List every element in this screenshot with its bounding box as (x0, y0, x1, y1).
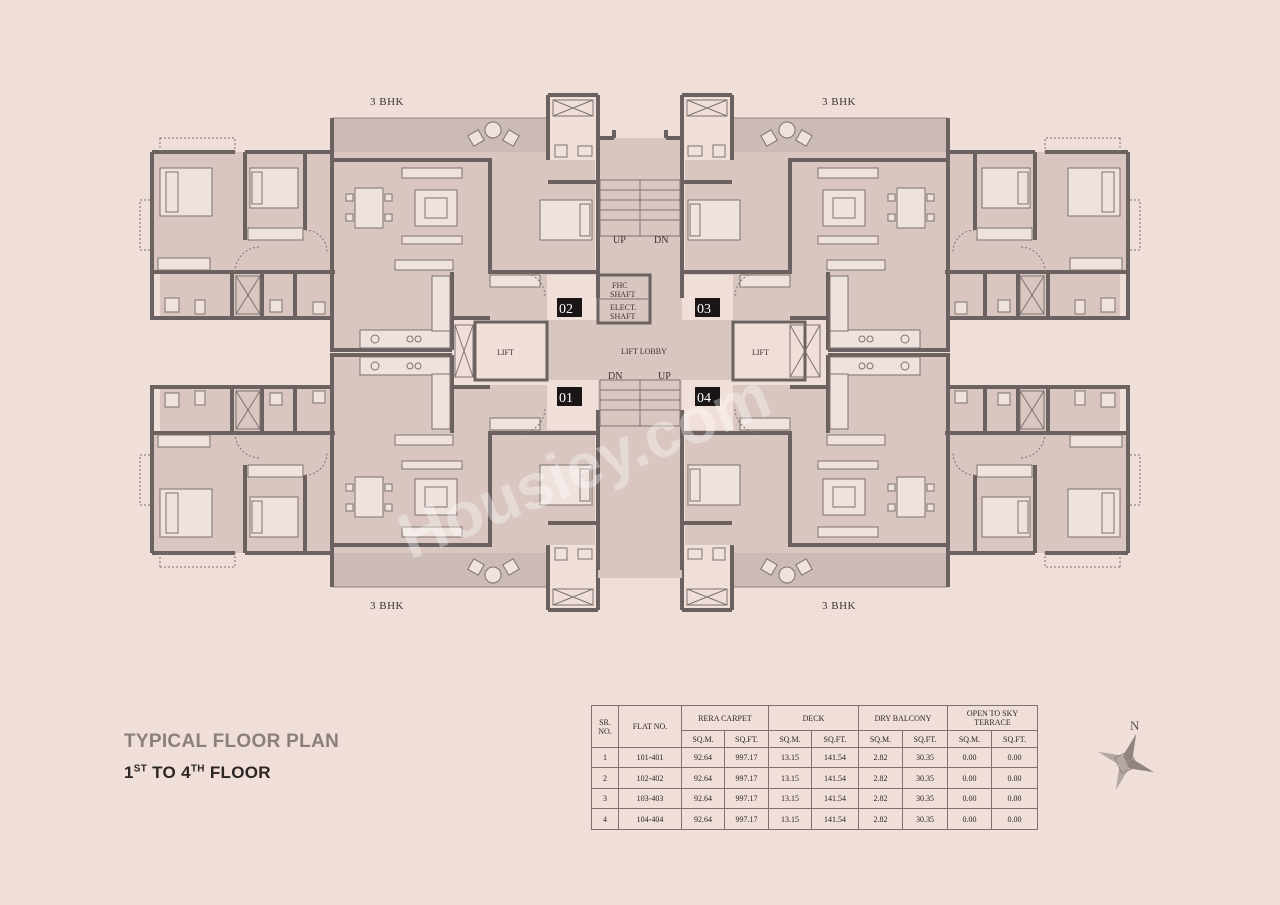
bhk-label-flat-01: 3 BHK (370, 600, 404, 612)
central-core (454, 130, 821, 578)
cell-deck-sqft: 141.54 (811, 767, 859, 789)
cell-rera-sqft: 997.17 (724, 767, 769, 789)
cell-flat: 104-404 (618, 808, 682, 830)
flat-badge-03: 03 (695, 298, 720, 317)
cell-rera-sqm: 92.64 (681, 808, 725, 830)
flat-badge-02: 02 (557, 298, 582, 317)
subheader-sqm: SQ.M. (681, 730, 725, 748)
north-compass-icon: N (1097, 718, 1155, 791)
cell-rera-sqft: 997.17 (724, 788, 769, 809)
subheader-sqft: SQ.FT. (811, 730, 859, 748)
cell-sr: 3 (591, 788, 619, 809)
subheader-sqm: SQ.M. (858, 730, 903, 748)
subheader-sqm: SQ.M. (947, 730, 992, 748)
cell-rera-sqm: 92.64 (681, 767, 725, 789)
cell-terrace-sqft: 0.00 (991, 747, 1038, 768)
cell-terrace-sqft: 0.00 (991, 788, 1038, 809)
subheader-sqft: SQ.FT. (991, 730, 1038, 748)
cell-flat: 101-401 (618, 747, 682, 768)
floor-range-subtitle: 1ST TO 4TH FLOOR (124, 763, 271, 782)
cell-terrace-sqft: 0.00 (991, 767, 1038, 789)
fhc-shaft-label-1: FHC (612, 281, 628, 290)
cell-deck-sqft: 141.54 (811, 808, 859, 830)
cell-flat: 102-402 (618, 767, 682, 789)
floor-plan-drawing: UP DN DN UP FHC SHAFT ELECT. SHAFT LIFT … (138, 93, 1142, 612)
bhk-label-flat-04: 3 BHK (822, 600, 856, 612)
cell-dry-sqft: 30.35 (902, 788, 948, 809)
flat-02-plan (138, 93, 600, 352)
header-flat-no: FLAT NO. (618, 705, 682, 748)
area-statement-table: SR. NO. FLAT NO. RERA CARPET DECK DRY BA… (591, 705, 1038, 830)
cell-terrace-sqm: 0.00 (947, 767, 992, 789)
cell-sr: 4 (591, 808, 619, 830)
cell-dry-sqft: 30.35 (902, 747, 948, 768)
lift-lobby-label: LIFT LOBBY (621, 347, 667, 356)
cell-dry-sqm: 2.82 (858, 767, 903, 789)
elect-shaft-label-1: ELECT. (610, 303, 636, 312)
cell-deck-sqft: 141.54 (811, 788, 859, 809)
bhk-label-flat-02: 3 BHK (370, 96, 404, 108)
cell-deck-sqm: 13.15 (768, 788, 812, 809)
svg-text:02: 02 (559, 302, 573, 317)
cell-terrace-sqm: 0.00 (947, 788, 992, 809)
flat-badge-04: 04 (695, 387, 720, 406)
lift-left-label: LIFT (497, 348, 514, 357)
cell-dry-sqm: 2.82 (858, 808, 903, 830)
cell-terrace-sqm: 0.00 (947, 808, 992, 830)
stair-up-label-2: UP (658, 371, 671, 382)
cell-rera-sqm: 92.64 (681, 788, 725, 809)
table-row: 4 104-404 92.64 997.17 13.15 141.54 2.82… (591, 808, 1038, 830)
compass-north-label: N (1130, 718, 1140, 733)
header-sr-no: SR. NO. (591, 705, 619, 748)
cell-dry-sqm: 2.82 (858, 747, 903, 768)
table-row: 1 101-401 92.64 997.17 13.15 141.54 2.82… (591, 747, 1038, 768)
cell-terrace-sqft: 0.00 (991, 808, 1038, 830)
header-rera-carpet: RERA CARPET (681, 705, 769, 731)
cell-rera-sqft: 997.17 (724, 747, 769, 768)
subheader-sqft: SQ.FT. (902, 730, 948, 748)
cell-dry-sqm: 2.82 (858, 788, 903, 809)
stair-down-label: DN (654, 235, 668, 246)
header-open-terrace: OPEN TO SKY TERRACE (947, 705, 1038, 731)
fhc-shaft-label-2: SHAFT (610, 290, 635, 299)
elect-shaft-label-2: SHAFT (610, 312, 635, 321)
stair-down-label-2: DN (608, 371, 622, 382)
table-row: 2 102-402 92.64 997.17 13.15 141.54 2.82… (591, 767, 1038, 789)
stair-up-label: UP (613, 235, 626, 246)
svg-text:03: 03 (697, 302, 711, 317)
cell-sr: 2 (591, 767, 619, 789)
lift-right-label: LIFT (752, 348, 769, 357)
svg-text:04: 04 (697, 391, 711, 406)
flat-03-plan (680, 93, 1142, 352)
svg-text:01: 01 (559, 391, 573, 406)
header-deck: DECK (768, 705, 859, 731)
cell-deck-sqm: 13.15 (768, 808, 812, 830)
flat-badge-01: 01 (557, 387, 582, 406)
cell-flat: 103-403 (618, 788, 682, 809)
cell-dry-sqft: 30.35 (902, 767, 948, 789)
cell-deck-sqm: 13.15 (768, 747, 812, 768)
staircase-top (599, 179, 681, 237)
cell-deck-sqft: 141.54 (811, 747, 859, 768)
cell-deck-sqm: 13.15 (768, 767, 812, 789)
cell-rera-sqm: 92.64 (681, 747, 725, 768)
staircase-bottom (599, 379, 681, 427)
header-dry-balcony: DRY BALCONY (858, 705, 948, 731)
bhk-label-flat-03: 3 BHK (822, 96, 856, 108)
cell-terrace-sqm: 0.00 (947, 747, 992, 768)
table-row: 3 103-403 92.64 997.17 13.15 141.54 2.82… (591, 788, 1038, 809)
subheader-sqft: SQ.FT. (724, 730, 769, 748)
cell-sr: 1 (591, 747, 619, 768)
cell-dry-sqft: 30.35 (902, 808, 948, 830)
cell-rera-sqft: 997.17 (724, 808, 769, 830)
page-title: TYPICAL FLOOR PLAN (124, 731, 340, 752)
subheader-sqm: SQ.M. (768, 730, 812, 748)
